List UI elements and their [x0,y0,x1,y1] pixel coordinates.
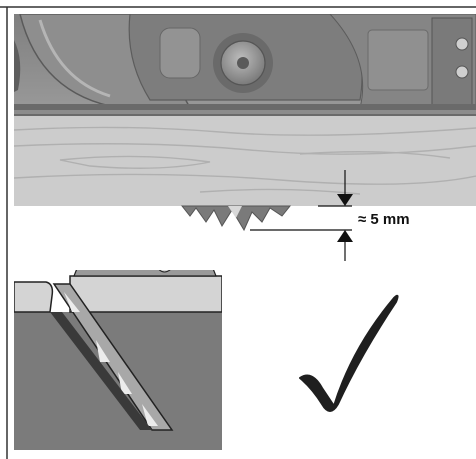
blade-segment-1 [64,292,80,312]
cut-kerf [50,312,152,430]
angled-saw-blade [52,283,174,431]
housing-end [431,17,473,109]
wood-board [14,116,476,206]
cut-cross-section [14,270,222,450]
guide-rail-section [69,275,222,313]
cut-workpiece [14,312,222,450]
plate-rib [159,27,201,79]
guide-rail-top [73,270,217,277]
dimension-arrow-down-icon [337,194,353,206]
saw-blade-teeth [180,205,292,232]
workpiece-left-top [14,281,54,313]
blade-segment-2 [96,340,110,362]
housing-screw-2 [455,65,469,79]
housing-panel [367,29,429,91]
blade-segment-3 [118,372,132,394]
blade-knob-center [237,57,249,69]
checkmark-icon [299,294,399,412]
base-plate-edge [14,110,476,114]
housing-screw-1 [455,37,469,51]
guide-rail-groove [158,270,171,273]
depth-dimension: ≈ 5 mm [250,170,410,266]
blade-tooth-highlight [228,206,242,218]
blade-guard-highlight [38,19,111,98]
dimension-arrow-up-icon [337,230,353,242]
wood-grain [14,126,476,195]
dimension-label: ≈ 5 mm [358,211,410,228]
saw-illustration [14,14,476,232]
blade-segment-4 [142,404,158,426]
saw-handle [14,40,21,92]
